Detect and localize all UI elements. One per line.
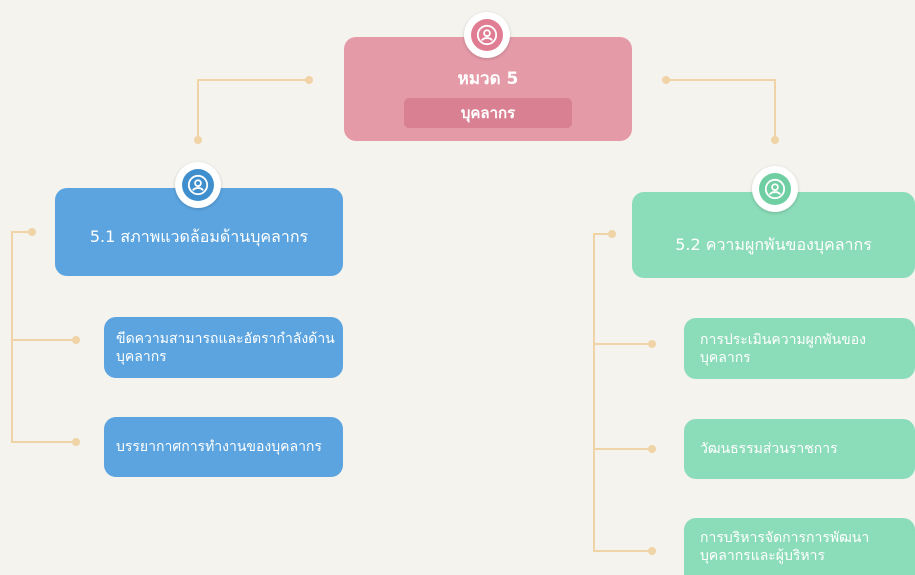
right-item-label: การบริหารจัดการการพัฒนาบุคลากรและผู้บริห…	[700, 529, 870, 564]
person-icon	[752, 166, 798, 212]
left-item-climate: บรรยากาศการทำงานของบุคลากร	[104, 417, 343, 477]
person-icon	[175, 162, 221, 208]
right-item-label: วัฒนธรรมส่วนราชการ	[700, 441, 838, 457]
left-item-capacity: ขีดความสามารถและอัตรากำลังด้านบุคลากร	[104, 317, 343, 378]
section-5-1-node: 5.1 สภาพแวดล้อมด้านบุคลากร	[55, 188, 343, 276]
section-5-1-heading: 5.1 สภาพแวดล้อมด้านบุคลากร	[89, 226, 309, 246]
person-icon	[464, 12, 510, 58]
root-subtitle: บุคลากร	[404, 97, 572, 128]
right-item-development: การบริหารจัดการการพัฒนาบุคลากรและผู้บริห…	[684, 518, 915, 575]
right-item-label: การประเมินความผูกพันของบุคลากร	[700, 331, 866, 366]
left-item-label: ขีดความสามารถและอัตรากำลังด้านบุคลากร	[116, 330, 335, 365]
section-5-2-heading: 5.2 ความผูกพันของบุคลากร	[675, 235, 872, 254]
left-item-label: บรรยากาศการทำงานของบุคลากร	[116, 439, 322, 455]
root-title: หมวด 5	[457, 68, 519, 89]
right-item-culture: วัฒนธรรมส่วนราชการ	[684, 419, 915, 479]
right-item-engagement-assessment: การประเมินความผูกพันของบุคลากร	[684, 318, 915, 379]
